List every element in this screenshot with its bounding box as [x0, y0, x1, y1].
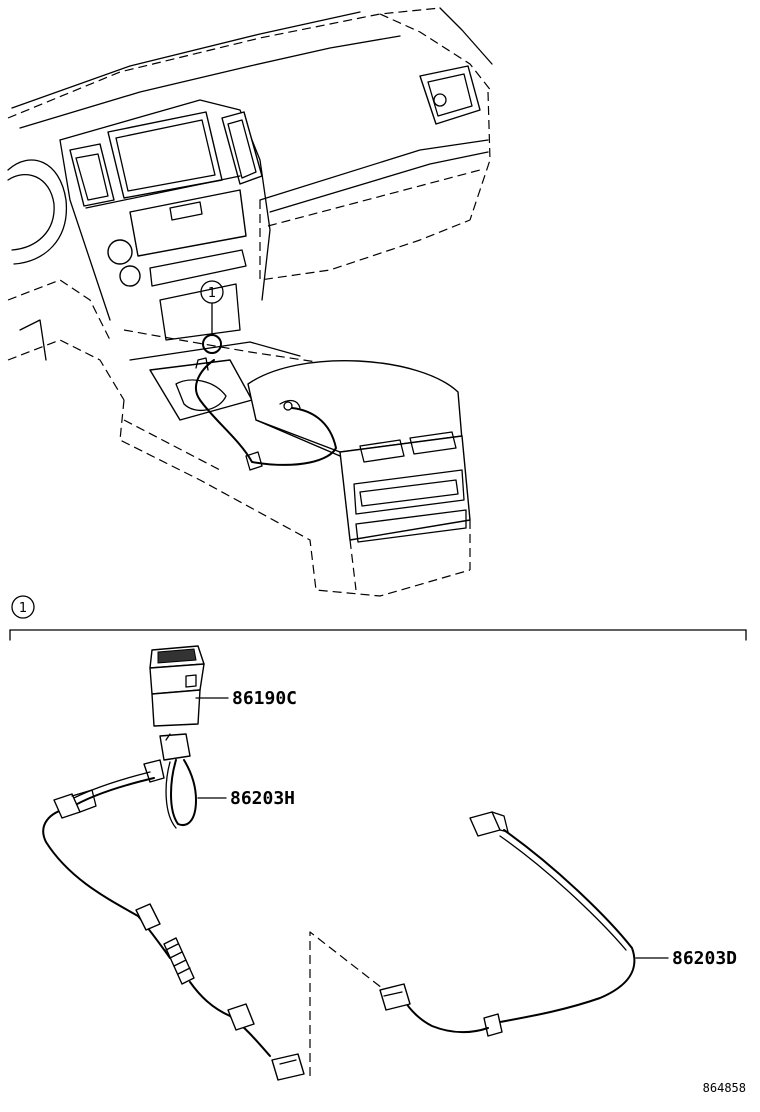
section-number: 1	[19, 601, 27, 616]
callout-target-ring	[202, 334, 222, 354]
callout-number: 1	[208, 286, 216, 301]
connection-dashed-line	[309, 931, 383, 1076]
part-label-86203d: 86203D	[672, 948, 737, 969]
long-harness-part	[379, 811, 669, 1037]
switch-part	[149, 645, 229, 727]
corrugated-tube	[163, 937, 195, 985]
dashboard-overview	[7, 7, 493, 597]
part-label-86190c: 86190C	[232, 688, 297, 709]
short-harness-part	[143, 733, 227, 829]
section-circle	[11, 595, 35, 619]
part-label-86203h: 86203H	[230, 788, 295, 809]
section-header	[9, 595, 747, 641]
left-harness	[42, 771, 305, 1081]
figure-code: 864858	[703, 1081, 746, 1095]
